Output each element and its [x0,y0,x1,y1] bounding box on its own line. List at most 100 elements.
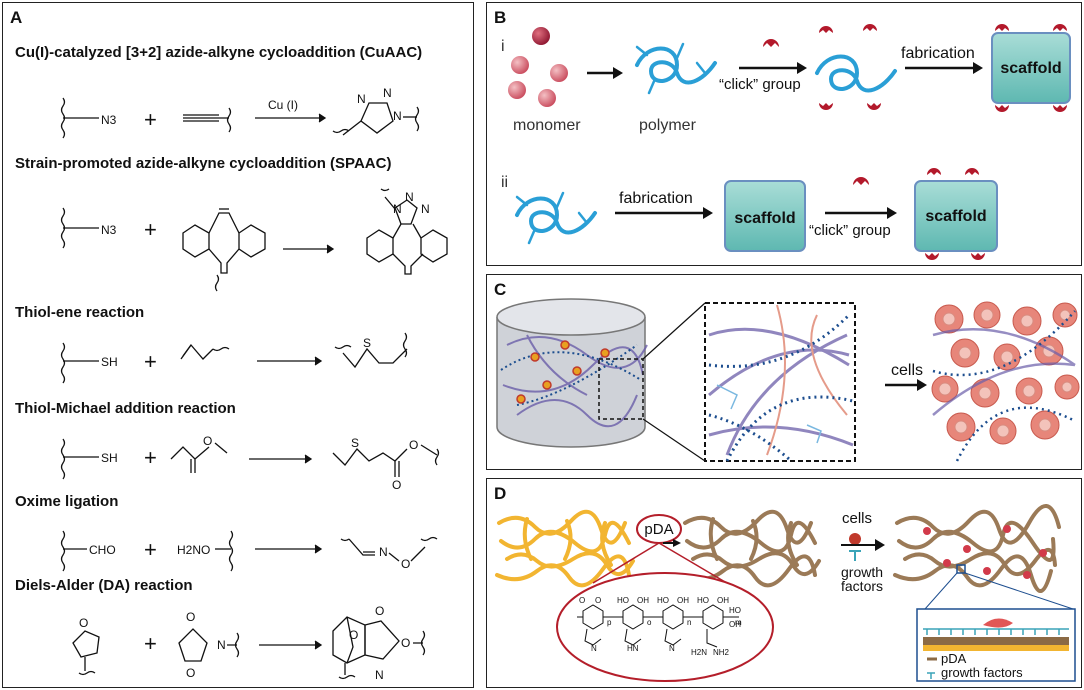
svg-text:n: n [687,618,691,627]
svg-text:O: O [186,610,195,624]
reaction-title-spaac: Strain-promoted azide-alkyne cycloadditi… [15,155,392,172]
cuaac-catalyst: Cu (I) [268,98,298,112]
svg-text:HO: HO [729,606,741,615]
scaffold-label-ii-b: scaffold [925,208,986,225]
svg-text:N3: N3 [101,223,117,237]
scaffold-label-i: scaffold [1000,60,1061,77]
scaffold-ii-b [914,180,998,252]
svg-text:N: N [375,668,384,682]
svg-text:N: N [421,202,430,216]
cells-label-d: cells [842,510,872,527]
polymer-chain-ii [515,191,597,245]
panel-a: A Cu(I)-catalyzed [3+2] azide-alkyne cyc… [2,2,474,688]
panel-label-b: B [494,8,507,27]
svg-text:N: N [669,644,675,653]
panel-c: C [486,274,1082,470]
svg-text:+: + [144,217,157,242]
functionalized-polymer [815,24,897,110]
svg-text:+: + [144,445,157,470]
svg-text:SH: SH [101,355,118,369]
svg-text:O: O [203,434,212,448]
svg-text:o: o [647,618,652,627]
polymer-chain [635,42,717,95]
svg-text:p: p [607,618,612,627]
pda-structure-oval [556,572,774,682]
monomer-spheres [508,27,568,107]
svg-text:+: + [144,349,157,374]
oxime-scheme: CHO + H2NO N O [60,530,438,572]
svg-text:N: N [591,644,597,653]
row-ii-numeral: ii [501,174,508,191]
svg-text:O: O [186,666,195,680]
panel-c-diagram: cells [496,298,1080,462]
scaffold-i [991,32,1071,104]
svg-text:HO: HO [657,596,669,605]
legend-growth-factors: growth factors [941,665,1023,680]
row-i-numeral: i [501,38,505,55]
svg-text:S: S [351,436,359,450]
svg-text:OH: OH [729,620,741,629]
svg-text:N: N [393,202,402,216]
diels-alder-scheme: O + O N O O O N O [72,604,426,682]
svg-text:HO: HO [697,596,709,605]
svg-text:+: + [144,537,157,562]
raw-fibers [495,509,635,588]
svg-text:OH: OH [637,596,649,605]
reaction-title-thiol-michael: Thiol-Michael addition reaction [15,400,236,417]
legend-pda: pDA [941,651,967,666]
panel-b: B i monomer polymer “click” group [486,2,1082,266]
panel-b-diagram: i monomer polymer “click” group [501,24,1071,260]
svg-text:O: O [579,596,585,605]
svg-text:HN: HN [627,644,639,653]
click-group-icon [763,39,779,47]
svg-text:OH: OH [717,596,729,605]
svg-text:HO: HO [617,596,629,605]
svg-text:O: O [349,628,358,642]
fabrication-label-i: fabrication [901,45,975,62]
cell-laden-network [931,301,1080,462]
svg-text:SH: SH [101,451,118,465]
scaffold-label-ii-a: scaffold [734,210,795,227]
svg-text:N: N [379,545,388,559]
thiol-michael-scheme: SH + O S O O [60,434,440,492]
reaction-title-cuaac: Cu(I)-catalyzed [3+2] azide-alkyne cyclo… [15,44,423,61]
pda-structure [577,604,739,648]
scaffold-ii-a [724,180,806,252]
plus-sign: + [144,107,157,132]
svg-text:NH2: NH2 [713,648,730,657]
svg-text:O: O [401,557,410,571]
svg-text:O: O [595,596,601,605]
svg-text:O: O [79,616,88,630]
monomer-label: monomer [513,117,581,134]
growth-factor-icon [849,550,861,561]
cuaac-scheme: N3 + Cu (I) N N N [60,86,420,139]
svg-text:+: + [144,631,157,656]
svg-text:H2NO: H2NO [177,543,210,557]
svg-text:H2N: H2N [691,648,707,657]
panel-label-c: C [494,280,507,299]
thiol-ene-scheme: SH + S [60,332,408,384]
fabrication-label-ii: fabrication [619,190,693,207]
svg-text:N: N [217,638,226,652]
svg-text:CHO: CHO [89,543,116,557]
reaction-title-diels-alder: Diels-Alder (DA) reaction [15,577,193,594]
svg-text:N: N [383,86,392,100]
cell-icon [849,533,861,545]
cell-laden-fibers [893,504,1061,593]
svg-text:m: m [735,618,742,627]
coated-fibers [681,509,821,588]
svg-text:O: O [401,636,410,650]
svg-text:N: N [393,109,402,123]
reaction-title-thiol-ene: Thiol-ene reaction [15,304,145,321]
panel-label-d: D [494,484,507,503]
pda-label: pDA [644,521,673,538]
svg-text:O: O [375,604,384,618]
reaction-title-oxime: Oxime ligation [15,493,119,510]
svg-text:O: O [392,478,401,492]
svg-text:N: N [357,92,366,106]
reaction-schemes: N3 + Cu (I) N N N N3 + [60,86,448,682]
polymer-label: polymer [639,117,697,134]
panel-label-a: A [10,8,23,27]
